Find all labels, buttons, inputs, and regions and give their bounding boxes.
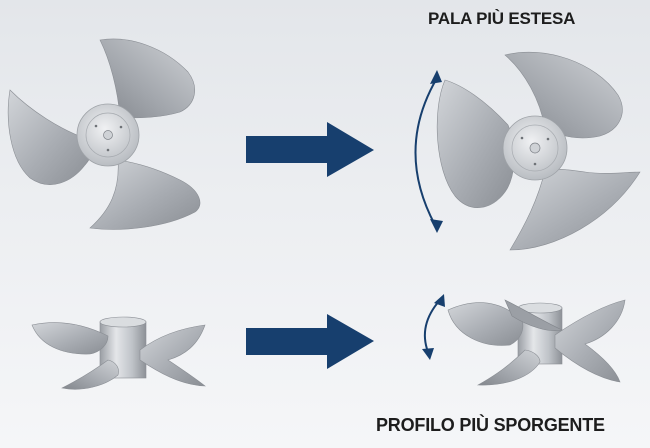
fan-blade: [504, 51, 623, 139]
hub-bolt: [94, 124, 98, 128]
fan-blade: [476, 349, 541, 386]
label-extended-blade: PALA PIÙ ESTESA: [428, 9, 576, 28]
fan-hub-ring: [85, 112, 131, 158]
right-arrow-icon: [246, 314, 374, 369]
fan-blade: [99, 38, 195, 119]
fan-hub-ring: [511, 124, 559, 172]
fan-hub-top: [99, 316, 147, 328]
hub-bolt: [106, 148, 110, 152]
fan-blade: [554, 299, 626, 383]
hub-bolt: [546, 137, 550, 141]
fan-blade: [436, 79, 515, 208]
fan-blade: [61, 359, 119, 390]
fan-hub-center: [103, 130, 113, 140]
right-arrow-icon: [246, 122, 374, 177]
fan-blade: [89, 159, 201, 230]
fan-blade: [139, 324, 206, 387]
fan-blade: [447, 302, 524, 346]
fan-side-original: [31, 316, 206, 390]
fan-side-protruding: [447, 299, 626, 386]
label-protruding-profile: PROFILO PIÙ SPORGENTE: [376, 415, 605, 435]
fan-blade: [509, 168, 641, 251]
hub-bolt: [533, 162, 537, 166]
hub-bolt: [119, 125, 123, 129]
fan-front-extended: [436, 51, 641, 251]
fan-hub-center: [529, 142, 541, 154]
fan-blade: [7, 89, 93, 185]
fan-blade: [504, 299, 563, 331]
fan-front-original: [7, 38, 201, 230]
hub-bolt: [520, 136, 524, 140]
double-headed-curved-arrow-icon: [414, 70, 443, 233]
double-headed-curved-arrow-icon: [422, 294, 445, 360]
fan-blade: [31, 322, 109, 355]
